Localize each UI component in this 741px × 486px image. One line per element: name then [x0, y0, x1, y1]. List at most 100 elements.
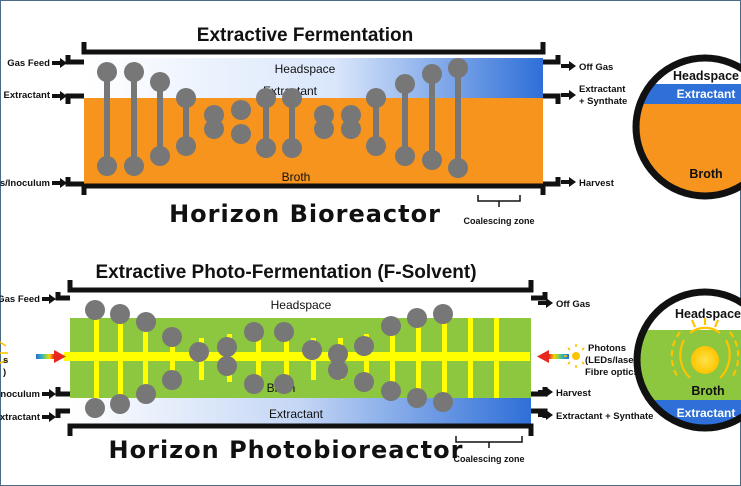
droplet: [422, 64, 442, 84]
arrow-right-icon: [52, 178, 67, 188]
top-logo: Horizon Bioreactor: [169, 200, 441, 228]
bottom-inlet-inoculum: Inoculum: [0, 389, 40, 400]
droplet-stem: [429, 76, 435, 160]
droplet: [354, 336, 374, 356]
droplet: [366, 136, 386, 156]
sun-rays-icon: [564, 344, 585, 368]
arrow-right-icon: [538, 387, 553, 397]
droplet: [204, 119, 224, 139]
bottom-photons-label-2: (LEDs/lasers: [585, 355, 643, 366]
bottom-cs-headspace: Headspace: [675, 307, 741, 321]
droplet: [231, 124, 251, 144]
droplet: [341, 119, 361, 139]
top-outlet-harvest: Harvest: [579, 178, 615, 189]
top-inlet-inoculum: s/Inoculum: [0, 178, 50, 189]
bottom-droplets: [85, 300, 453, 418]
droplet: [381, 381, 401, 401]
arrow-right-icon: [52, 91, 67, 101]
arrow-right-icon: [52, 58, 67, 68]
top-broth-zone: [84, 98, 543, 184]
droplet: [448, 158, 468, 178]
bottom-inlet-arrows: [42, 294, 56, 422]
light-rod: [468, 318, 473, 398]
droplet: [314, 105, 334, 125]
droplet-stem: [131, 74, 137, 166]
arrow-right-icon: [42, 412, 56, 422]
droplet: [354, 372, 374, 392]
droplet: [381, 316, 401, 336]
droplet: [282, 88, 302, 108]
droplet: [231, 100, 251, 120]
droplet: [422, 150, 442, 170]
bottom-coalescing-label: Coalescing zone: [453, 454, 524, 464]
droplet: [282, 138, 302, 158]
bottom-left-light-label-1: s: [3, 355, 8, 366]
top-outlet-extractant: Extractant: [579, 84, 626, 95]
droplet: [162, 370, 182, 390]
droplet: [85, 398, 105, 418]
top-inlet-extractant: Extractant: [4, 90, 51, 101]
droplet: [204, 105, 224, 125]
droplet: [217, 356, 237, 376]
sun-rays-icon: [0, 341, 8, 364]
light-rod: [143, 318, 148, 398]
droplet: [85, 300, 105, 320]
bottom-photons-label-3: Fibre optics): [585, 367, 642, 378]
light-rod: [390, 318, 395, 398]
light-rod: [494, 318, 499, 398]
droplet: [110, 304, 130, 324]
top-outlet-off-gas: Off Gas: [579, 62, 613, 73]
droplet-stem: [263, 100, 269, 148]
droplet-stem: [104, 74, 110, 166]
bottom-extractant-label: Extractant: [269, 407, 324, 421]
spectrum-bar: [36, 354, 54, 359]
droplet: [256, 88, 276, 108]
droplet: [244, 322, 264, 342]
droplet: [407, 388, 427, 408]
bottom-cs-extractant: Extractant: [677, 406, 736, 420]
light-rod: [170, 338, 175, 380]
bottom-title: Extractive Photo-Fermentation (F-Solvent…: [95, 262, 476, 283]
arrow-right-icon: [42, 294, 56, 304]
bottom-outlet-off-gas: Off Gas: [556, 299, 590, 310]
top-headspace-label: Headspace: [275, 62, 336, 76]
bottom-outlet-arrows: [538, 298, 553, 420]
top-outlet-arrows: [561, 61, 576, 187]
droplet: [395, 74, 415, 94]
top-inlet-gas-feed: Gas Feed: [7, 58, 50, 69]
droplet: [136, 312, 156, 332]
droplet: [341, 105, 361, 125]
top-droplets: [97, 58, 468, 178]
bottom-inlet-extractant: Extractant: [0, 412, 41, 423]
light-rod: [416, 318, 421, 398]
arrow-right-icon: [538, 410, 553, 420]
droplet: [97, 156, 117, 176]
top-coalescing-label: Coalescing zone: [463, 216, 534, 226]
sun-icon: [572, 352, 580, 360]
arrow-right-icon: [561, 61, 576, 71]
droplet: [244, 374, 264, 394]
red-arrow-icon: [537, 350, 549, 363]
droplet: [124, 156, 144, 176]
bottom-inlet-gas-feed: Gas Feed: [0, 294, 40, 305]
bottom-coalescing-bracket: [455, 436, 523, 448]
droplet: [302, 340, 322, 360]
droplet: [136, 384, 156, 404]
droplet: [433, 392, 453, 412]
red-arrow-icon: [54, 350, 66, 363]
bottom-logo: Horizon Photobioreactor: [109, 436, 464, 464]
droplet: [433, 304, 453, 324]
droplet: [97, 62, 117, 82]
arrow-right-icon: [538, 298, 553, 308]
droplet: [395, 146, 415, 166]
top-coalescing-bracket: [477, 195, 521, 207]
droplet-stem: [183, 100, 189, 144]
spectrum-bar: [549, 354, 569, 359]
droplet: [150, 146, 170, 166]
droplet-stem: [455, 70, 461, 168]
bottom-vessel-walls: [55, 280, 548, 436]
bottom-left-light-source: s ): [0, 341, 66, 378]
top-cs-headspace: Headspace: [673, 69, 739, 83]
droplet-stem: [157, 84, 163, 154]
bottom-cs-broth: Broth: [691, 384, 724, 398]
